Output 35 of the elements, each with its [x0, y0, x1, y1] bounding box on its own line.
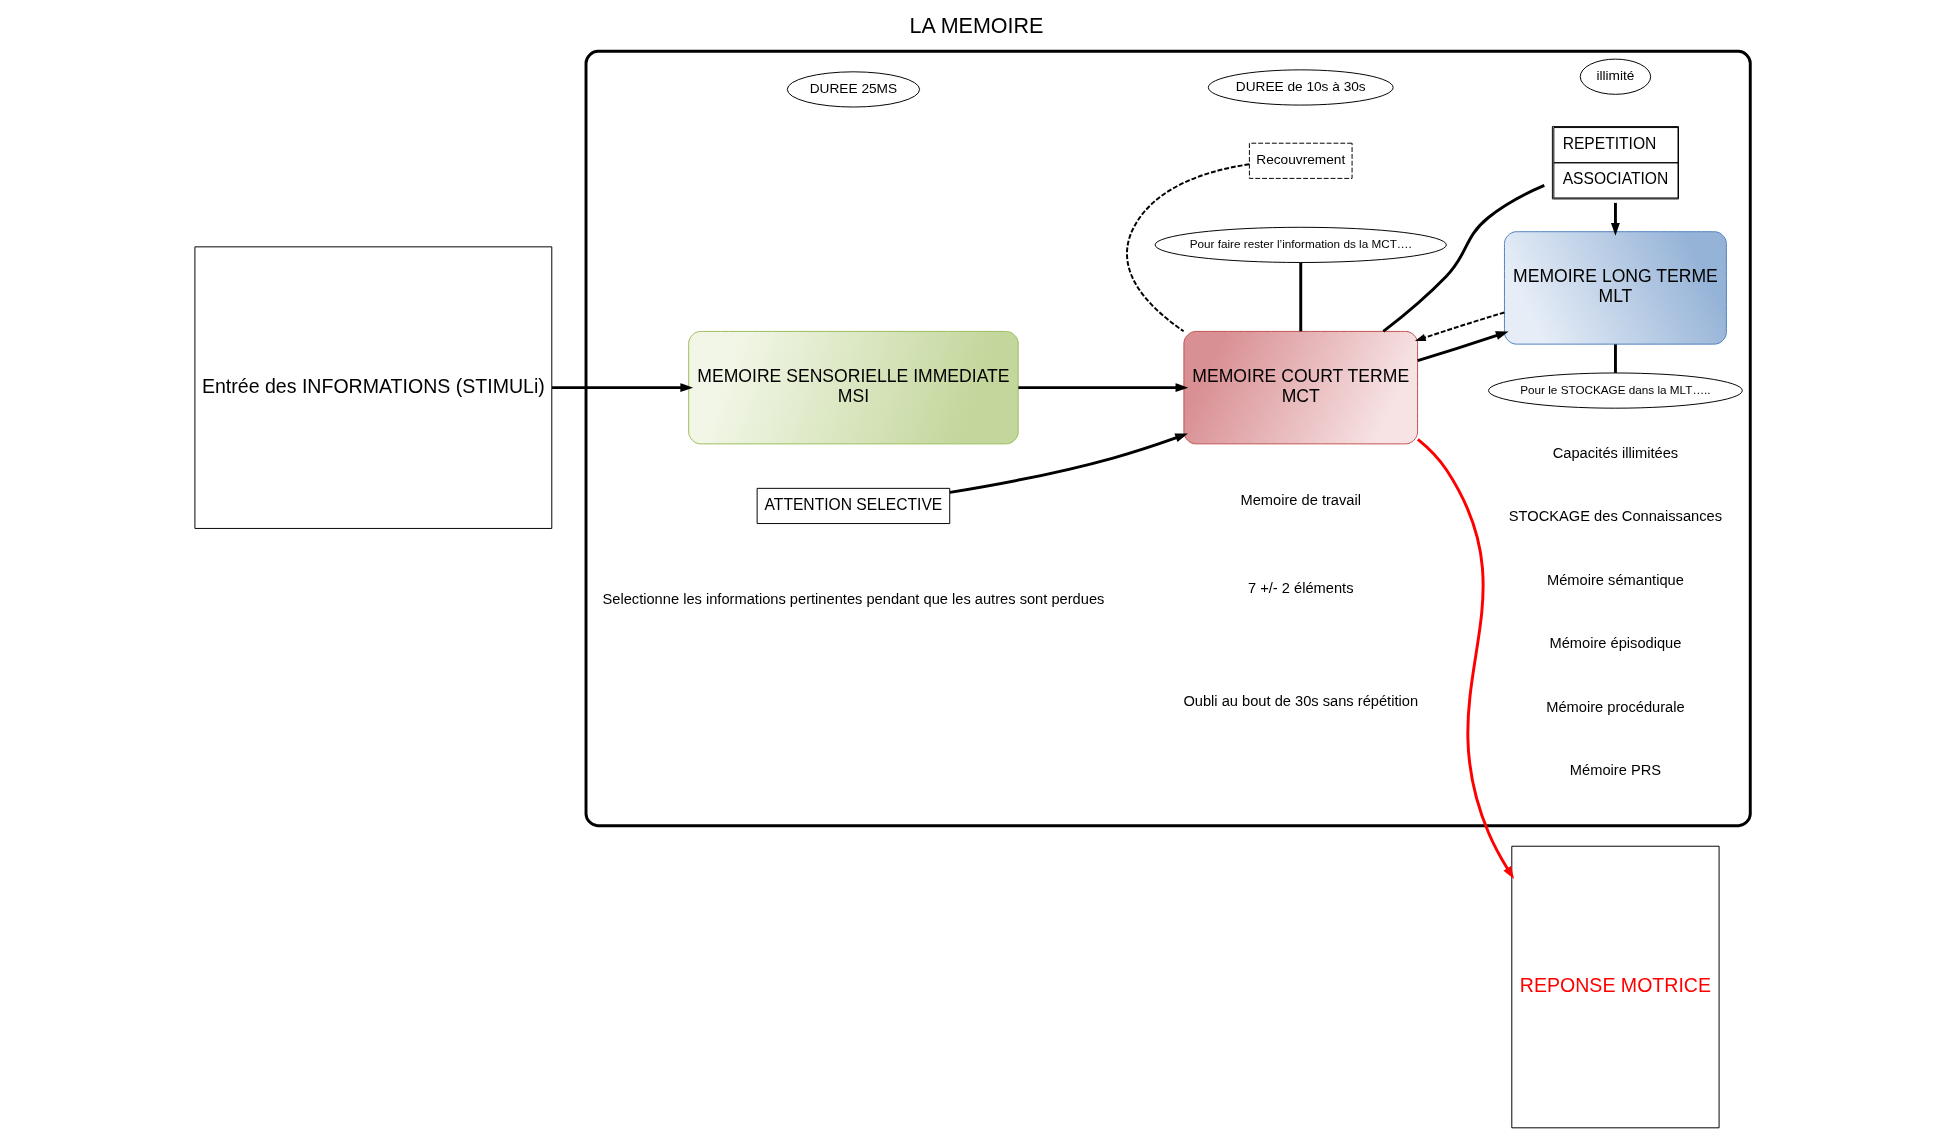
node-ellipse: DUREE 25MS: [786, 71, 920, 108]
arrow: [1017, 383, 1188, 393]
arrow: [1416, 438, 1514, 880]
connector: [1125, 163, 1250, 333]
label: 7 +/- 2 éléments: [1247, 580, 1353, 597]
node-ellipse: illimité: [1579, 58, 1651, 95]
connector: [1613, 344, 1617, 373]
node-box: ATTENTION SELECTIVE: [756, 487, 950, 525]
arrow: [551, 383, 693, 393]
label: Oubli au bout de 30s sans répétition: [1182, 692, 1418, 709]
node-box: REPONSE MOTRICE: [1510, 845, 1720, 1129]
node-ellipse: Pour le STOCKAGE dans la MLT…..: [1487, 372, 1743, 409]
label: Memoire de travail: [1239, 492, 1361, 509]
label: STOCKAGE des Connaissances: [1508, 508, 1722, 525]
cluster: [584, 49, 1752, 828]
label: Mémoire PRS: [1569, 762, 1661, 779]
connector: [1381, 184, 1545, 333]
node-ellipse: Pour faire rester l’information ds la MCT….: [1154, 226, 1447, 263]
node-box: MEMOIRE COURT TERME MCT: [1182, 330, 1418, 445]
arrow: [1414, 311, 1505, 342]
node-ellipse: DUREE de 10s à 30s: [1207, 69, 1394, 106]
label: Mémoire sémantique: [1546, 571, 1684, 588]
node-box: MEMOIRE SENSORIELLE IMMEDIATE MSI: [687, 330, 1019, 445]
node-box: Recouvrement: [1248, 142, 1353, 179]
label: Selectionne les informations pertinentes pendant que les autres sont perdues: [601, 591, 1104, 608]
node-box: MEMOIRE LONG TERME MLT: [1503, 231, 1727, 345]
diagram-title: LA MEMOIRE: [909, 14, 1043, 39]
label: Capacités illimitées: [1552, 444, 1678, 461]
arrow: [1610, 202, 1620, 236]
arrow: [949, 433, 1188, 494]
label: Mémoire procédurale: [1545, 698, 1685, 715]
connector: [1298, 262, 1302, 332]
arrow: [1416, 331, 1509, 362]
node-box: Entrée des INFORMATIONS (STIMULi): [193, 246, 552, 529]
label: Mémoire épisodique: [1548, 635, 1681, 652]
